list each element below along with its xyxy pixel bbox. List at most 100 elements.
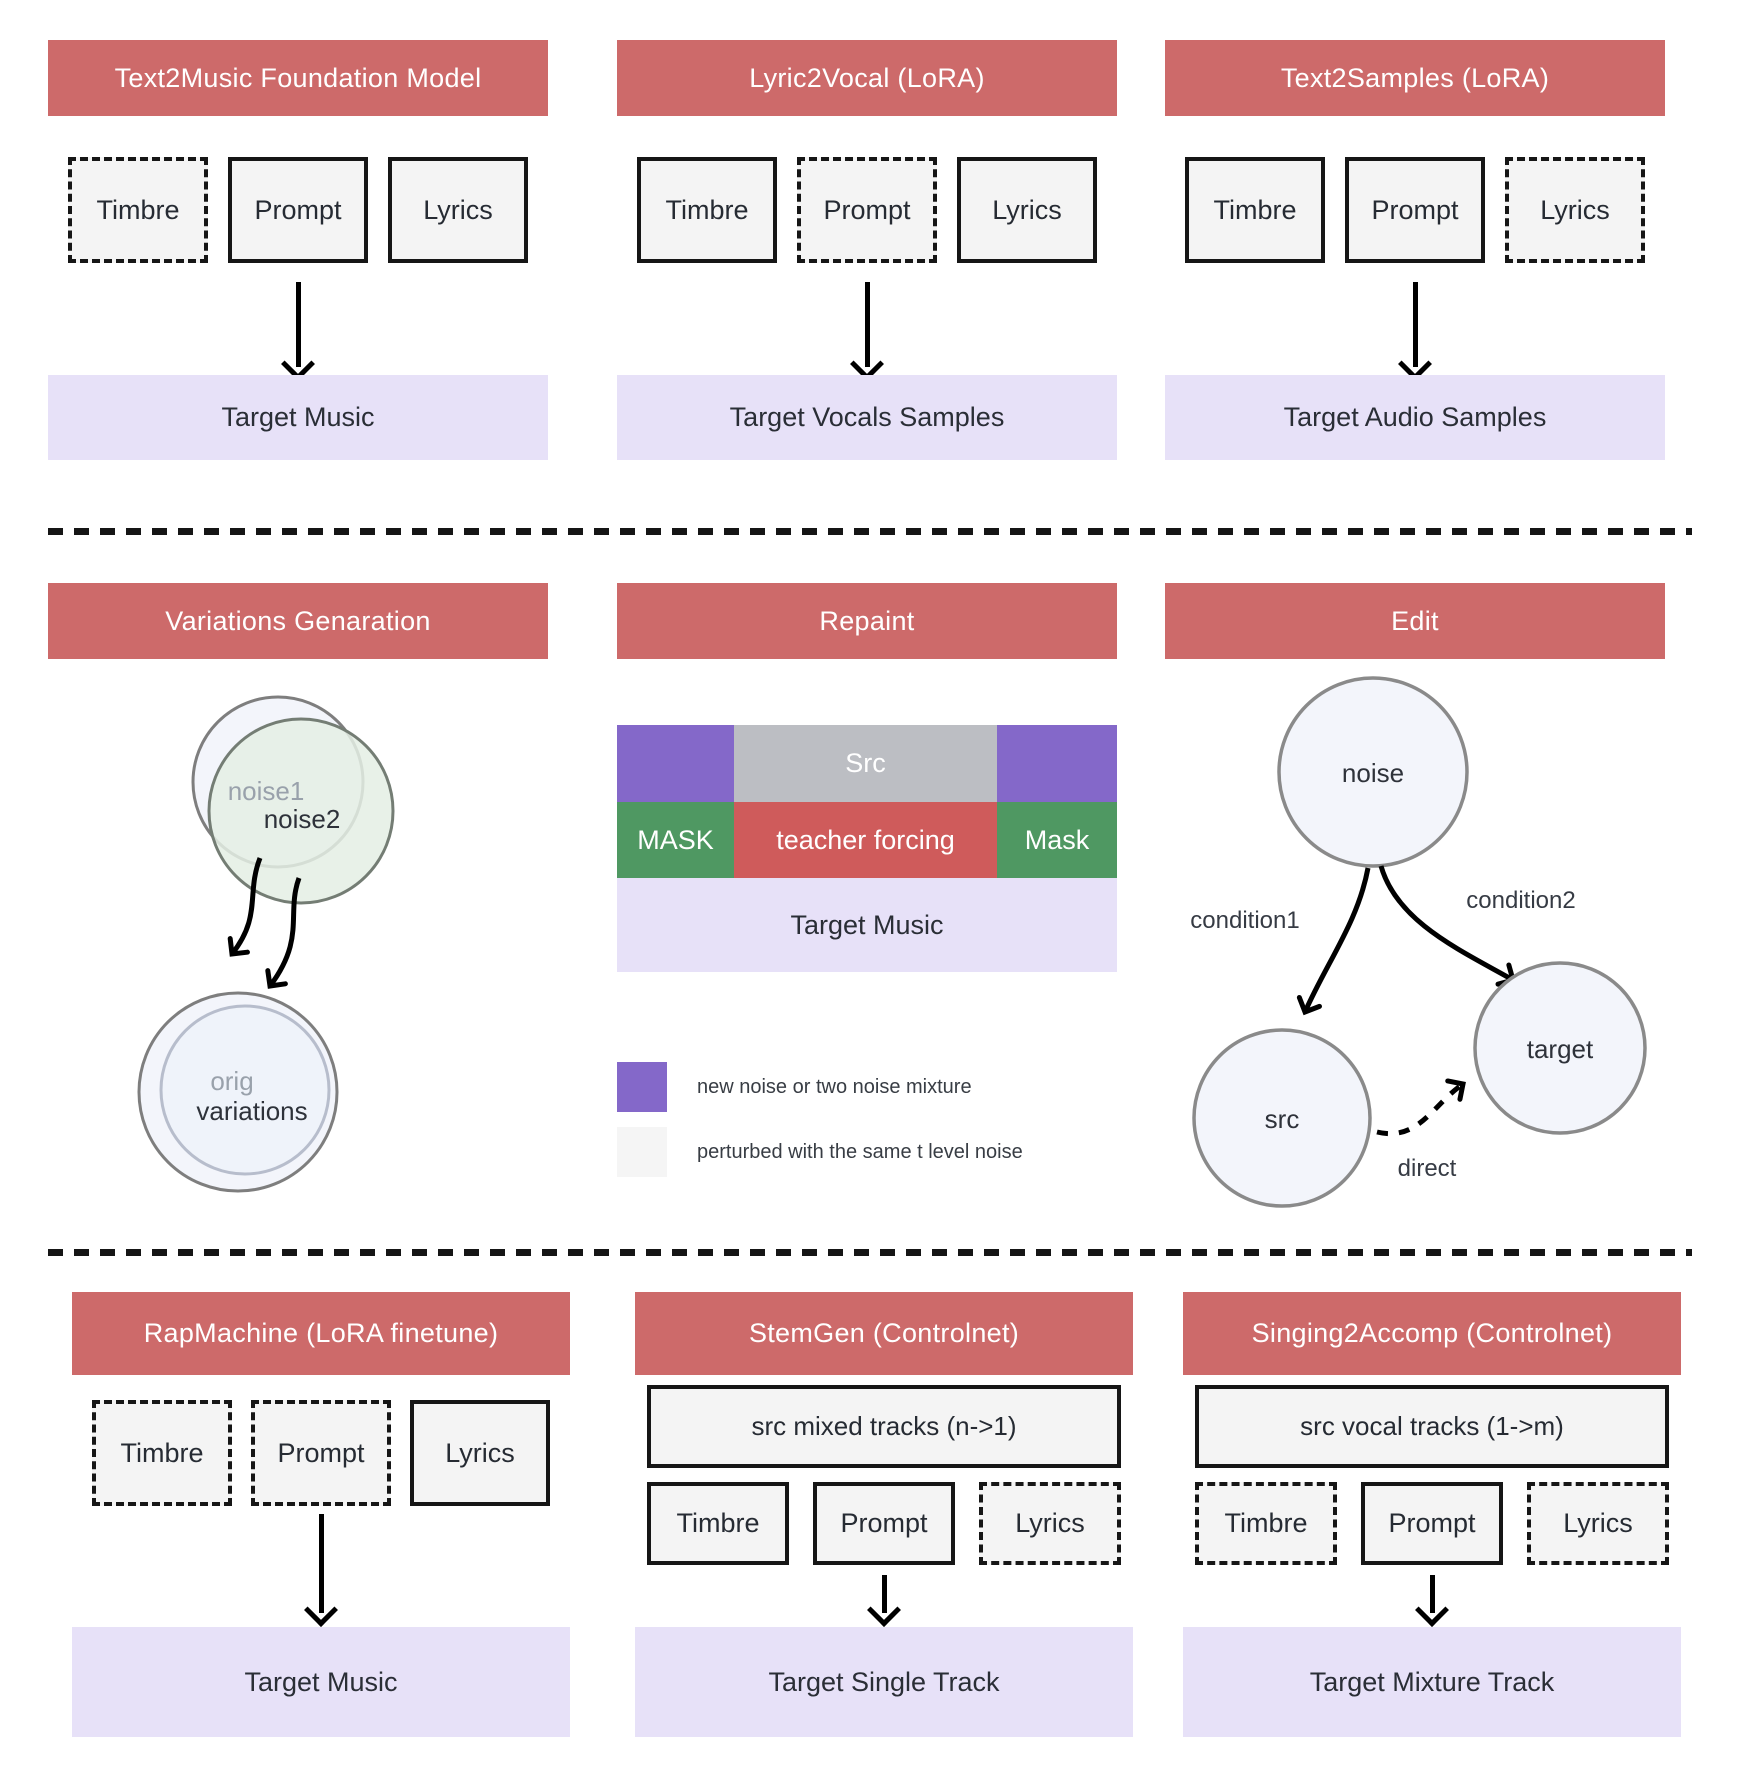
input-box-timbre: Timbre [68, 157, 208, 263]
legend-item-noise: new noise or two noise mixture [617, 1062, 1023, 1112]
panel-title-repaint: Repaint [617, 583, 1117, 659]
panel-title-stemgen: StemGen (Controlnet) [635, 1292, 1133, 1375]
target-box-audio-samples: Target Audio Samples [1165, 375, 1665, 460]
panel-singing2accomp: Singing2Accomp (Controlnet) src vocal tr… [1183, 1292, 1681, 1747]
target-box-mixture-track: Target Mixture Track [1183, 1627, 1681, 1737]
input-box-lyrics: Lyrics [1505, 157, 1645, 263]
noise2-label: noise2 [264, 804, 341, 834]
src-node-label: src [1265, 1104, 1300, 1134]
input-box-lyrics: Lyrics [1527, 1482, 1669, 1565]
input-box-prompt: Prompt [1361, 1482, 1503, 1565]
variations-label: variations [196, 1096, 307, 1126]
repaint-legend: new noise or two noise mixture perturbed… [617, 1062, 1023, 1192]
input-row: Timbre Prompt Lyrics [1195, 1482, 1669, 1565]
arrow-head [867, 1593, 901, 1627]
noise-block-right [997, 725, 1117, 802]
input-row: Timbre Prompt Lyrics [637, 157, 1097, 263]
light-swatch [617, 1127, 667, 1177]
input-row: Timbre Prompt Lyrics [68, 157, 528, 263]
curved-arrow-left [227, 857, 263, 957]
teacher-forcing-block: teacher forcing [734, 802, 997, 878]
noise-block-left [617, 725, 734, 802]
arrow-shaft [881, 1575, 887, 1613]
target-node-label: target [1527, 1034, 1594, 1064]
arrow-shaft [318, 1514, 324, 1613]
noise-node [1277, 676, 1469, 868]
condition2-arrow [1378, 865, 1517, 987]
purple-swatch [617, 1062, 667, 1112]
noise-node-label: noise [1342, 758, 1404, 788]
legend-label: new noise or two noise mixture [697, 1075, 972, 1098]
input-box-prompt: Prompt [797, 157, 937, 263]
condition2-label: condition2 [1466, 887, 1575, 914]
variations-circle [159, 1004, 331, 1176]
repaint-noise-row: Src [617, 725, 1117, 802]
repaint-mask-row: MASK teacher forcing Mask [617, 802, 1117, 878]
src-block: Src [734, 725, 997, 802]
panel-stemgen: StemGen (Controlnet) src mixed tracks (n… [635, 1292, 1133, 1747]
input-box-prompt: Prompt [813, 1482, 955, 1565]
condition1-label: condition1 [1190, 907, 1299, 934]
arrow-shaft [1429, 1575, 1435, 1613]
panel-title-rapmachine: RapMachine (LoRA finetune) [72, 1292, 570, 1375]
arrow-head [1415, 1593, 1449, 1627]
repaint-target-music: Target Music [617, 878, 1117, 972]
panel-rapmachine: RapMachine (LoRA finetune) Timbre Prompt… [72, 1292, 570, 1747]
target-box-music: Target Music [48, 375, 548, 460]
condition1-arrow [1296, 867, 1371, 1016]
panel-text2samples: Text2Samples (LoRA) Timbre Prompt Lyrics… [1165, 40, 1665, 460]
input-box-prompt: Prompt [251, 1400, 391, 1506]
input-row: Timbre Prompt Lyrics [1185, 157, 1645, 263]
panel-variations: Variations Genaration noise1 noise2 orig… [48, 583, 548, 1215]
input-box-prompt: Prompt [228, 157, 368, 263]
panel-title-text2music: Text2Music Foundation Model [48, 40, 548, 116]
down-arrow [276, 282, 320, 381]
input-box-lyrics: Lyrics [388, 157, 528, 263]
input-box-lyrics: Lyrics [410, 1400, 550, 1506]
mask-block-right: Mask [997, 802, 1117, 878]
input-box-timbre: Timbre [1195, 1482, 1337, 1565]
src-vocal-tracks-box: src vocal tracks (1->m) [1195, 1385, 1669, 1468]
input-row: Timbre Prompt Lyrics [647, 1482, 1121, 1565]
panel-title-text2samples: Text2Samples (LoRA) [1165, 40, 1665, 116]
target-box-vocals: Target Vocals Samples [617, 375, 1117, 460]
dashed-separator-bottom [48, 1249, 1692, 1256]
arrow-shaft [1412, 282, 1418, 367]
input-row: Timbre Prompt Lyrics [92, 1400, 550, 1506]
repaint-graphic: Src MASK teacher forcing Mask Target Mus… [617, 725, 1117, 972]
direct-arrow [1376, 1078, 1466, 1137]
down-arrow [299, 1514, 343, 1627]
panel-title-lyric2vocal: Lyric2Vocal (LoRA) [617, 40, 1117, 116]
noise2-circle [207, 717, 395, 905]
legend-item-perturbed: perturbed with the same t level noise [617, 1127, 1023, 1177]
edit-figure: noise condition1 condition2 src target d… [1190, 676, 1647, 1208]
variations-figure: noise1 noise2 orig variations [137, 695, 395, 1193]
input-box-timbre: Timbre [647, 1482, 789, 1565]
arrow-head [304, 1593, 338, 1627]
panel-title-singing2accomp: Singing2Accomp (Controlnet) [1183, 1292, 1681, 1375]
panel-title-variations: Variations Genaration [48, 583, 548, 659]
target-node [1473, 961, 1647, 1135]
dashed-separator-top [48, 528, 1692, 535]
input-box-timbre: Timbre [92, 1400, 232, 1506]
mask-block-left: MASK [617, 802, 734, 878]
down-arrow [845, 282, 889, 381]
panel-title-edit: Edit [1165, 583, 1665, 659]
input-box-prompt: Prompt [1345, 157, 1485, 263]
panel-text2music: Text2Music Foundation Model Timbre Promp… [48, 40, 548, 460]
panel-lyric2vocal: Lyric2Vocal (LoRA) Timbre Prompt Lyrics … [617, 40, 1117, 460]
panel-repaint: Repaint Src MASK teacher forcing Mask Ta… [617, 583, 1117, 1215]
input-box-timbre: Timbre [1185, 157, 1325, 263]
input-box-lyrics: Lyrics [957, 157, 1097, 263]
panel-edit: Edit noise condition1 condition2 src tar… [1165, 583, 1665, 1215]
down-arrow [1410, 1575, 1454, 1627]
target-box-single-track: Target Single Track [635, 1627, 1133, 1737]
arrow-shaft [864, 282, 870, 367]
down-arrow [862, 1575, 906, 1627]
src-mixed-tracks-box: src mixed tracks (n->1) [647, 1385, 1121, 1468]
target-box-music: Target Music [72, 1627, 570, 1737]
curved-arrow-right [265, 877, 302, 989]
legend-label: perturbed with the same t level noise [697, 1140, 1023, 1163]
direct-label: direct [1398, 1155, 1457, 1182]
